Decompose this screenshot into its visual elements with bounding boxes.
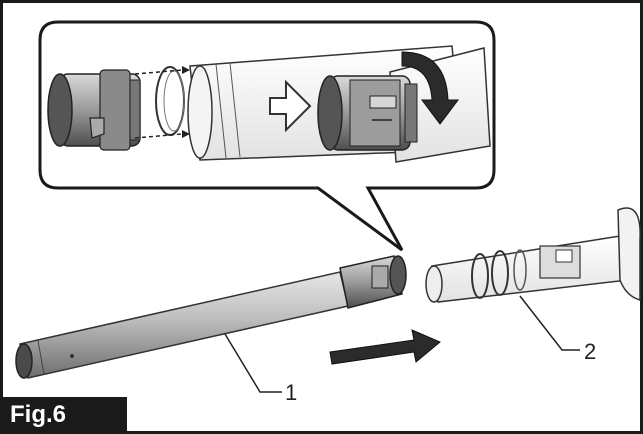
callout-number-1: 1 <box>285 380 297 405</box>
main-nozzle-assembly <box>425 207 641 303</box>
push-arrow-icon <box>329 329 441 365</box>
rotate-arrow-icon <box>401 51 459 125</box>
figure-label: Fig.6 <box>2 397 127 432</box>
callout-number-2: 2 <box>584 339 596 364</box>
leader-line-2 <box>519 295 580 351</box>
main-pipe <box>15 255 407 379</box>
leader-line-1 <box>224 333 282 393</box>
assembly-arrow-icon <box>269 79 312 133</box>
